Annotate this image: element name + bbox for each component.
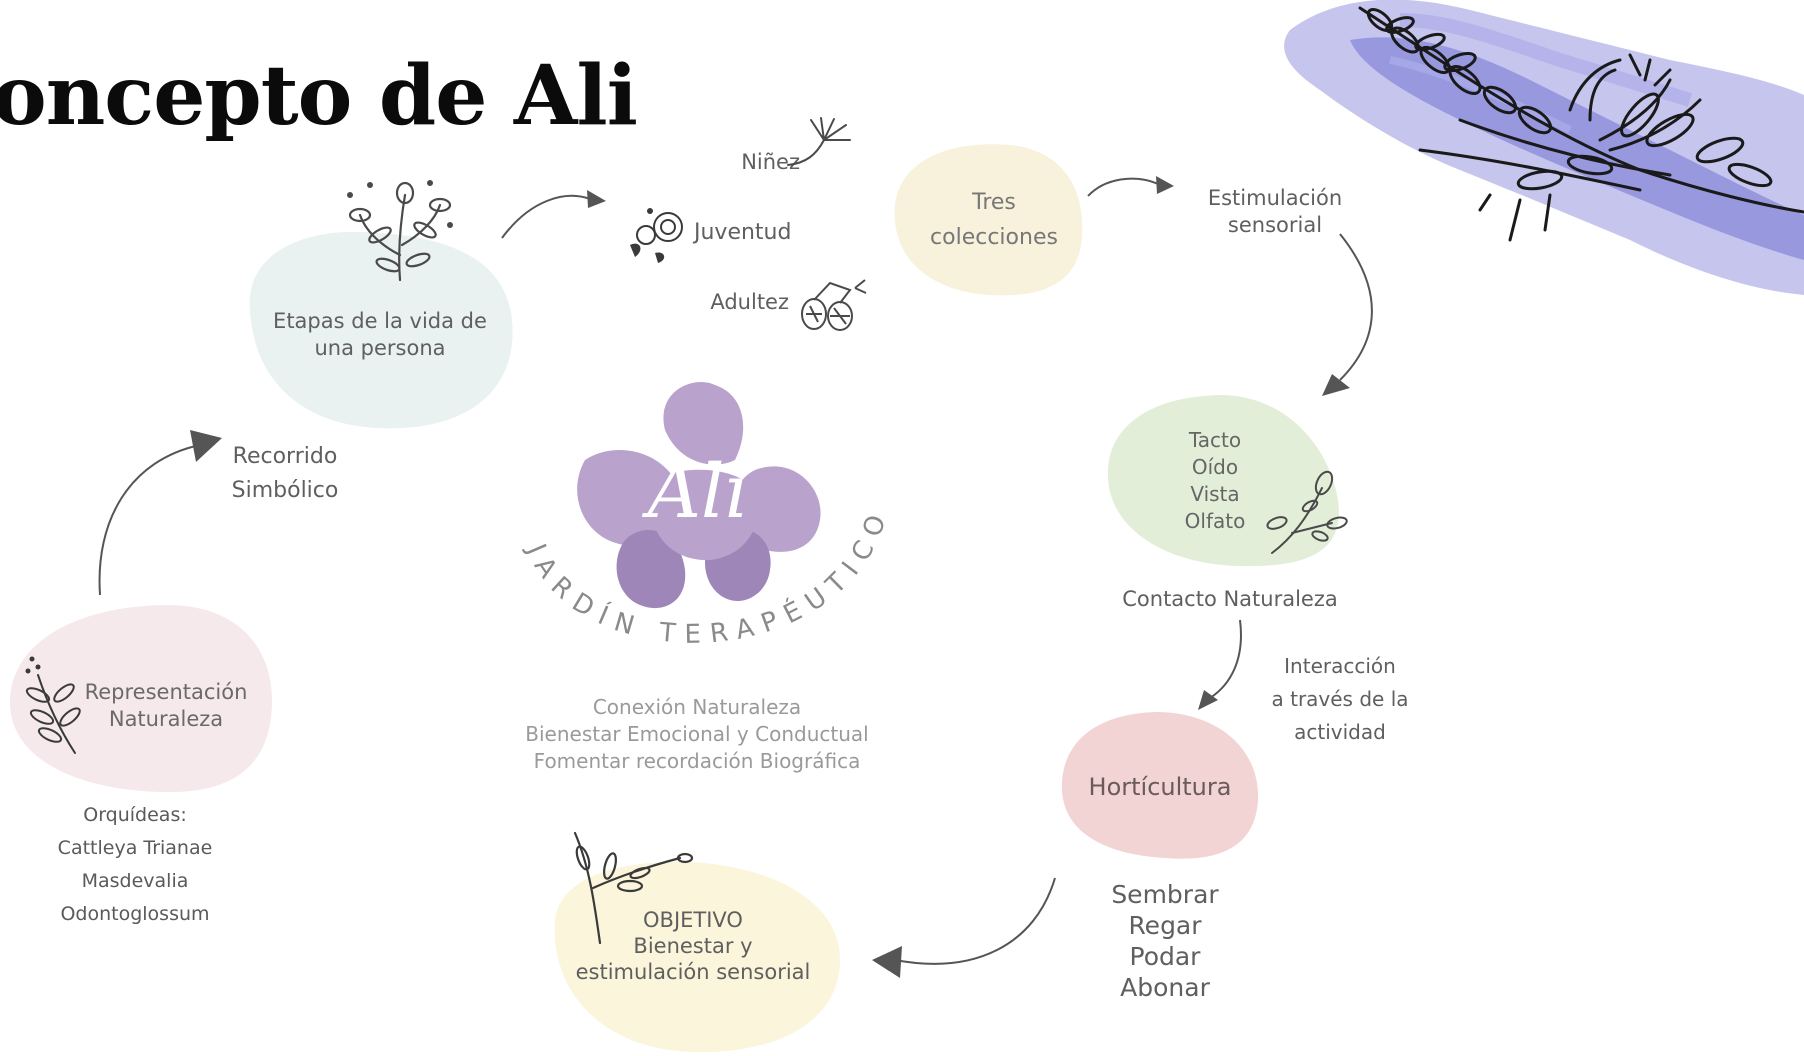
action-sembrar: Sembrar — [1111, 880, 1219, 909]
roses-icon — [630, 208, 683, 263]
blob-horticultura — [1061, 712, 1259, 859]
node-sentidos-line-4: Olfato — [1184, 509, 1246, 533]
lavender-branch-icon — [1358, 6, 1804, 242]
blob-etapas — [249, 231, 513, 429]
dandelion-icon — [787, 117, 851, 166]
label-estimulacion-1: Estimulación — [1207, 186, 1343, 210]
action-regar: Regar — [1128, 911, 1202, 940]
node-sentidos-line-3: Vista — [1190, 482, 1240, 506]
center-line-1: Conexión Naturaleza — [592, 695, 802, 719]
node-objetivo-line-3: estimulación sensorial — [575, 960, 811, 984]
label-recorrido-1: Recorrido — [232, 444, 338, 469]
olive-sprig-icon — [25, 656, 81, 754]
action-abonar: Abonar — [1120, 973, 1210, 1002]
pinecones-icon — [801, 279, 867, 331]
logo-name: Ali — [647, 449, 749, 535]
orquideas-line-3: Masdevalia — [81, 870, 189, 892]
node-representacion-line-1: Representación — [84, 680, 248, 704]
label-recorrido-2: Simbólico — [231, 478, 339, 503]
branch-icon — [573, 831, 694, 945]
page-title: oncepto de Ali — [0, 48, 638, 144]
node-objetivo-line-1: OBJETIVO — [643, 908, 743, 932]
node-etapas-line-1: Etapas de la vida de — [273, 309, 487, 333]
node-sentidos-line-2: Oído — [1191, 455, 1239, 479]
node-etapas-line-2: una persona — [314, 336, 446, 360]
orquideas-line-1: Orquídeas: — [83, 804, 187, 826]
label-contacto: Contacto Naturaleza — [1122, 587, 1338, 611]
blob-sentidos — [1107, 395, 1339, 567]
node-representacion-line-2: Naturaleza — [108, 707, 224, 731]
leaf-sprig-icon — [1266, 470, 1348, 554]
stage-adultez: Adultez — [710, 290, 789, 314]
blob-objetivo — [554, 861, 840, 1053]
logo-tagline: JARDÍN TERAPÉUTICO — [520, 502, 895, 650]
center-line-3: Fomentar recordación Biográfica — [533, 749, 861, 773]
node-tres-line-2: colecciones — [930, 225, 1058, 250]
node-tres-line-1: Tres — [972, 190, 1016, 215]
center-line-2: Bienestar Emocional y Conductual — [525, 722, 869, 746]
orquideas-line-2: Cattleya Trianae — [57, 837, 213, 859]
stage-ninez: Niñez — [741, 150, 800, 174]
node-horticultura: Hortícultura — [1088, 773, 1232, 801]
label-interaccion-2: a través de la — [1271, 687, 1409, 711]
blob-tres — [894, 144, 1083, 296]
blob-representacion — [9, 605, 272, 793]
ali-logo — [577, 382, 821, 609]
node-sentidos-line-1: Tacto — [1188, 428, 1242, 452]
label-interaccion-3: actividad — [1294, 720, 1386, 744]
orquideas-line-4: Odontoglossum — [60, 903, 210, 925]
flower-bouquet-icon — [347, 180, 453, 282]
node-objetivo-line-2: Bienestar y — [633, 934, 753, 958]
action-podar: Podar — [1129, 942, 1201, 971]
stage-juventud: Juventud — [694, 220, 792, 245]
label-estimulacion-2: sensorial — [1227, 213, 1323, 237]
label-interaccion-1: Interacción — [1284, 654, 1396, 678]
svg-text:JARDÍN TERAPÉUTICO: JARDÍN TERAPÉUTICO — [520, 502, 895, 650]
